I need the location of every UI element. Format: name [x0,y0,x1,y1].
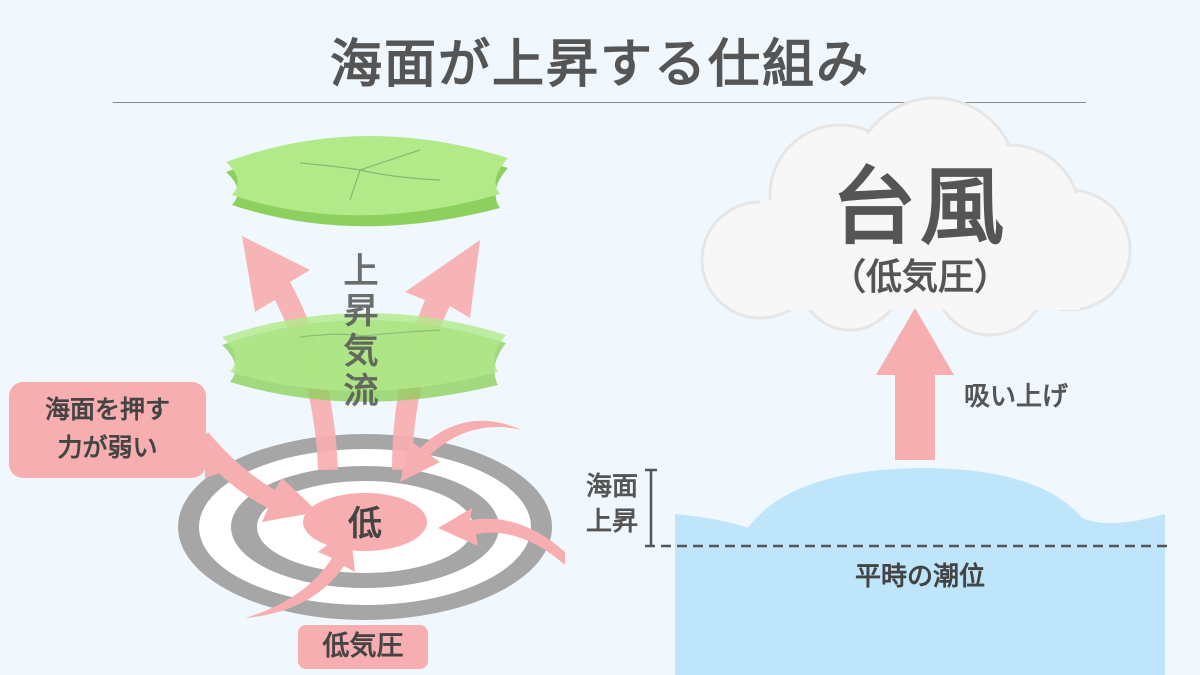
inflow-arrows [196,420,565,618]
typhoon-sub-label: （低気圧） [829,257,1010,298]
push-label-line2: 力が弱い [57,433,158,462]
low-center-ellipse [303,493,427,551]
sea-water [675,468,1165,675]
push-label-line1: 海面を押す [44,395,170,424]
suction-label: 吸い上げ [964,382,1069,412]
sea-lid-bottom [222,312,506,402]
rise-label-line2: 上昇 [585,507,638,537]
suction-arrow [876,308,954,460]
page-title: 海面が上昇する仕組み [329,35,870,95]
normal-tide-label: 平時の潮位 [854,562,985,592]
low-center-label: 低 [348,504,382,544]
rise-label-line1: 海面 [585,472,638,502]
cloud-fill [705,101,1127,332]
push-box-pointer [205,448,229,478]
push-force-box: 海面を押す 力が弱い [9,382,206,478]
low-pressure-label: 低気圧 [298,625,428,669]
updraft-arrows [242,236,480,470]
rise-bracket [645,468,657,546]
sea-lid-top [226,135,508,227]
title-divider [113,102,1086,103]
sea-rise-label: 海面 上昇 [576,470,648,540]
typhoon-label: 台風 [831,158,1008,256]
updraft-label: 上昇気流 [343,252,379,412]
